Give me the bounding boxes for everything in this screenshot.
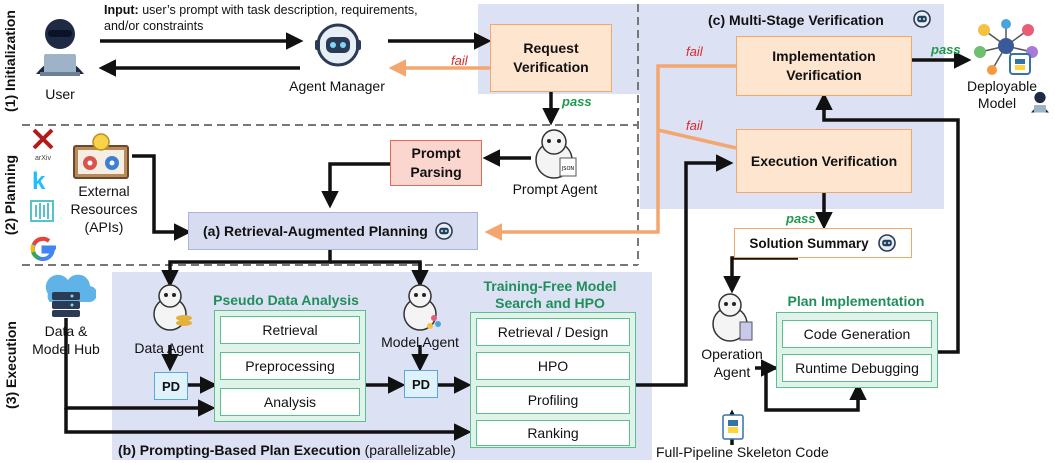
- pda-item-analysis: Analysis: [220, 388, 360, 416]
- llama-icon-prompt-agent: JSON: [530, 126, 580, 180]
- execution-verification-box: Execution Verification: [736, 129, 912, 193]
- robot-icon-summary: [877, 234, 896, 252]
- arxiv-icon: arXiv: [30, 128, 56, 162]
- pass-label-implementation: pass: [931, 42, 961, 57]
- svg-text:JSON: JSON: [561, 166, 575, 172]
- section-execution: (3) Execution: [3, 321, 19, 409]
- plan-execution-label: (b) Prompting-Based Plan Execution (para…: [118, 442, 456, 458]
- prompt-parsing-box: Prompt Parsing: [390, 140, 482, 186]
- retrieval-planning-box: (a) Retrieval-Augmented Planning: [188, 212, 478, 250]
- arxiv-label: arXiv: [35, 155, 51, 162]
- llama-icon-data-agent: [148, 282, 194, 332]
- model-graph-icon: [972, 18, 1038, 76]
- input-note-text: user’s prompt with task description, req…: [104, 3, 418, 34]
- section-initialization: (1) Initialization: [2, 10, 18, 112]
- robot-icon: [313, 20, 363, 70]
- robot-icon-multistage: [912, 9, 932, 29]
- operation-agent-line1: Operation: [701, 346, 763, 362]
- python-file-icon: [722, 414, 744, 440]
- tf-item-retrieval-design: Retrieval / Design: [476, 318, 630, 346]
- operation-agent-line2: Agent: [713, 364, 751, 380]
- request-verification-box: Request Verification: [490, 24, 612, 92]
- training-free-title: Training-Free Model Search and HPO: [483, 278, 617, 311]
- robot-icon-planning: [435, 222, 453, 240]
- user-label: User: [45, 86, 75, 102]
- kaggle-icon: k: [32, 168, 46, 195]
- retrieval-planning-label: (a) Retrieval-Augmented Planning: [203, 223, 428, 239]
- tf-item-hpo: HPO: [476, 352, 630, 380]
- plan-execution-note: (parallelizable): [360, 442, 456, 458]
- section-planning: (2) Planning: [2, 154, 18, 236]
- pd-box-data: PD: [154, 372, 188, 400]
- fail-label-execution: fail: [686, 118, 703, 133]
- data-agent-label: Data Agent: [134, 340, 204, 356]
- external-resources-icon: [72, 132, 130, 180]
- external-resources-label: External Resources (APIs): [70, 183, 138, 236]
- prompt-agent-label: Prompt Agent: [512, 181, 598, 197]
- input-note-label: Input:: [104, 3, 139, 17]
- input-note: Input: user’s prompt with task descripti…: [104, 2, 444, 35]
- pda-item-preprocessing: Preprocessing: [220, 352, 360, 380]
- deployable-model-line2: Model: [977, 95, 1017, 111]
- agent-manager-label: Agent Manager: [289, 78, 385, 94]
- pda-item-retrieval: Retrieval: [220, 316, 360, 344]
- implementation-verification-box: Implementation Verification: [736, 36, 912, 96]
- pd-box-model: PD: [404, 370, 438, 398]
- pass-label-execution: pass: [786, 211, 816, 226]
- plan-execution-title: (b) Prompting-Based Plan Execution: [118, 442, 361, 458]
- dataset-icon: [30, 200, 54, 222]
- google-icon: [30, 236, 57, 262]
- multi-stage-title: (c) Multi-Stage Verification: [708, 12, 884, 28]
- deployable-model-line1: Deployable: [966, 78, 1038, 94]
- tf-item-ranking: Ranking: [476, 420, 630, 446]
- fail-label-implementation: fail: [686, 44, 703, 59]
- llama-icon-operation-agent: [706, 290, 756, 344]
- fail-label-request: fail: [451, 53, 468, 68]
- model-agent-label: Model Agent: [381, 334, 459, 350]
- solution-summary-label: Solution Summary: [749, 235, 869, 251]
- tf-item-profiling: Profiling: [476, 386, 630, 414]
- solution-summary-box: Solution Summary: [734, 228, 912, 258]
- pi-item-code-generation: Code Generation: [782, 320, 932, 348]
- pass-label-request: pass: [562, 94, 592, 109]
- plan-implementation-title: Plan Implementation: [787, 293, 925, 309]
- data-model-hub-label: Data & Model Hub: [32, 323, 100, 358]
- user-icon: [28, 14, 92, 78]
- skeleton-code-label: Full-Pipeline Skeleton Code: [656, 444, 829, 460]
- pi-item-runtime-debugging: Runtime Debugging: [782, 354, 932, 382]
- llama-icon-model-agent: [398, 282, 444, 332]
- data-model-hub-icon: [36, 272, 98, 318]
- user-small-icon: [1028, 90, 1052, 114]
- pseudo-data-analysis-title: Pseudo Data Analysis: [213, 292, 359, 308]
